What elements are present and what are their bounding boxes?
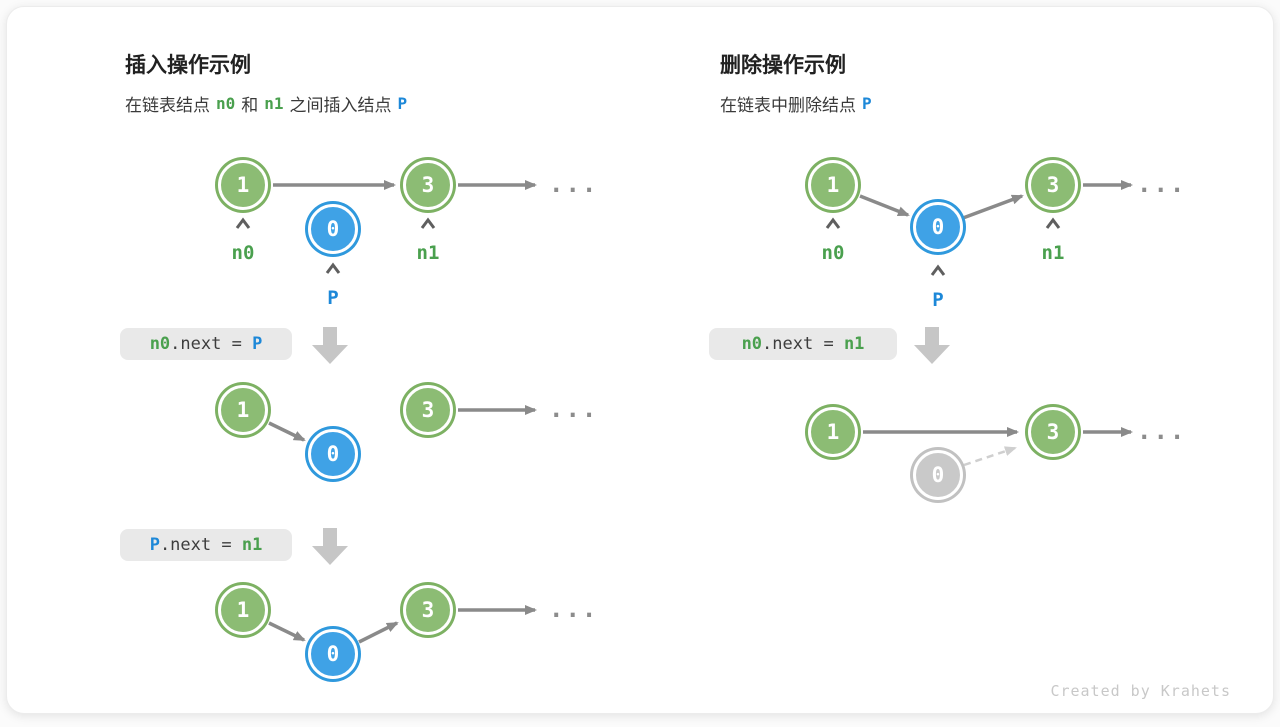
node-1: 1 bbox=[808, 160, 858, 210]
caret-insert1-p-icon bbox=[325, 262, 341, 274]
ellipsis: ... bbox=[1137, 417, 1187, 445]
node-1: 1 bbox=[218, 385, 268, 435]
caret-delete1-p-icon bbox=[930, 264, 946, 276]
down-block-arrow-delete-icon bbox=[914, 327, 950, 364]
insert-subtitle-post: 之间插入结点 bbox=[289, 96, 392, 116]
node-3: 3 bbox=[403, 585, 453, 635]
caret-insert1-n1-icon bbox=[420, 217, 436, 229]
arrow-insert2-1-to-0 bbox=[268, 421, 306, 442]
arrow-delete1-0-to-3 bbox=[962, 194, 1024, 220]
label-n0: n0 bbox=[231, 242, 255, 264]
code-token-op: .next = bbox=[762, 334, 844, 354]
label-n1: n1 bbox=[416, 242, 440, 264]
insert-subtitle-n0: n0 bbox=[216, 94, 236, 113]
insert-title: 插入操作示例 bbox=[125, 53, 251, 77]
node-1: 1 bbox=[808, 407, 858, 457]
code-token-n0: n0 bbox=[149, 334, 171, 354]
ellipsis: ... bbox=[549, 170, 599, 198]
node-0-removed: 0 bbox=[913, 450, 963, 500]
code-insert-step1: n0 .next = P bbox=[120, 328, 292, 360]
insert-subtitle-text: 在链表结点 bbox=[125, 96, 210, 116]
ellipsis: ... bbox=[1137, 170, 1187, 198]
code-insert-step2: P .next = n1 bbox=[120, 529, 292, 561]
label-n0: n0 bbox=[821, 242, 845, 264]
code-token-p: P bbox=[149, 535, 160, 555]
code-token-p: P bbox=[252, 334, 263, 354]
code-token-n1: n1 bbox=[241, 535, 263, 555]
node-1: 1 bbox=[218, 160, 268, 210]
code-token-op: .next = bbox=[159, 535, 242, 555]
delete-subtitle-text: 在链表中删除结点 bbox=[720, 96, 856, 116]
node-0: 0 bbox=[308, 429, 358, 479]
arrow-insert3-1-to-0 bbox=[268, 621, 306, 642]
diagram-card: 插入操作示例 在链表结点 n0 和 n1 之间插入结点 P 1 0 3 ... … bbox=[6, 6, 1274, 714]
delete-subtitle-p: P bbox=[862, 94, 872, 113]
label-p: P bbox=[932, 289, 944, 311]
node-0: 0 bbox=[913, 202, 963, 252]
node-0: 0 bbox=[308, 629, 358, 679]
code-token-n1: n1 bbox=[843, 334, 865, 354]
insert-subtitle-n1: n1 bbox=[264, 94, 284, 113]
watermark-credit: Created by Krahets bbox=[1050, 682, 1231, 700]
down-block-arrow-insert2-icon bbox=[312, 528, 348, 565]
node-3: 3 bbox=[403, 385, 453, 435]
dashed-arrow-delete2-0-to-3 bbox=[963, 446, 1017, 467]
code-token-op: .next = bbox=[170, 334, 253, 354]
insert-subtitle-and: 和 bbox=[241, 96, 259, 116]
insert-subtitle-p: P bbox=[397, 94, 408, 113]
arrow-delete1-1-to-0 bbox=[859, 194, 910, 217]
caret-delete1-n1-icon bbox=[1045, 217, 1061, 229]
delete-title: 删除操作示例 bbox=[720, 53, 846, 77]
node-3: 3 bbox=[1028, 407, 1078, 457]
label-n1: n1 bbox=[1041, 242, 1065, 264]
caret-delete1-n0-icon bbox=[825, 217, 841, 229]
node-3: 3 bbox=[1028, 160, 1078, 210]
node-0: 0 bbox=[308, 204, 358, 254]
label-p: P bbox=[327, 287, 339, 309]
insert-subtitle: 在链表结点 n0 和 n1 之间插入结点 P bbox=[125, 91, 413, 116]
ellipsis: ... bbox=[549, 395, 599, 423]
arrow-insert3-0-to-3 bbox=[358, 621, 399, 644]
caret-insert1-n0-icon bbox=[235, 217, 251, 229]
node-3: 3 bbox=[403, 160, 453, 210]
node-1: 1 bbox=[218, 585, 268, 635]
down-block-arrow-insert1-icon bbox=[312, 327, 348, 364]
delete-subtitle: 在链表中删除结点 P bbox=[720, 91, 878, 116]
code-token-n0: n0 bbox=[741, 334, 763, 354]
ellipsis: ... bbox=[549, 595, 599, 623]
code-delete-step1: n0 .next = n1 bbox=[709, 328, 897, 360]
arrows-layer bbox=[235, 180, 1133, 644]
